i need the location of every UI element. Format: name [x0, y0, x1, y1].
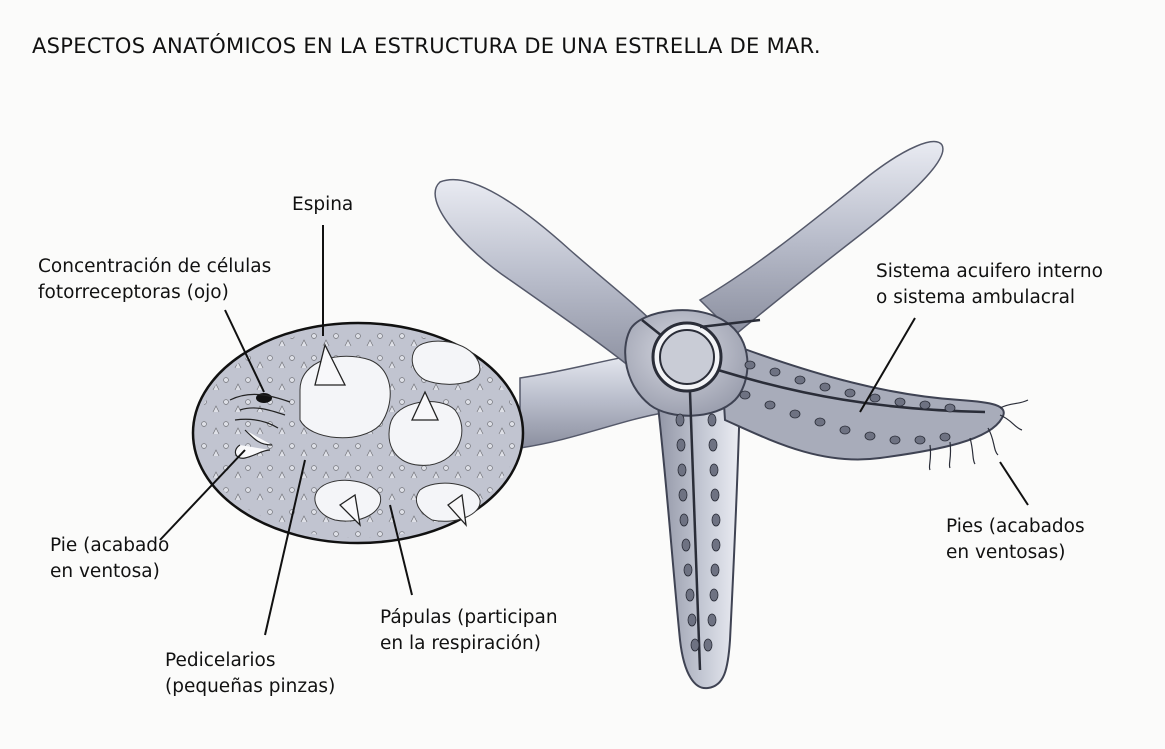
label-papulas-line1: Pápulas (participan: [380, 607, 558, 628]
label-espina-line1: Espina: [292, 194, 354, 215]
leader-pedicelarios: [264, 459, 306, 636]
label-pie: Pie (acabado en ventosa): [50, 533, 169, 585]
arm-bottom: [653, 378, 742, 690]
leader-sistema: [859, 317, 916, 413]
zoom-oval: [191, 321, 525, 545]
label-pies: Pies (acabados en ventosas): [946, 514, 1085, 566]
label-papulas: Pápulas (participan en la respiración): [380, 605, 558, 657]
label-ojo-line2: fotorreceptoras (ojo): [38, 282, 229, 303]
label-pie-line2: en ventosa): [50, 561, 160, 582]
leader-lines: [159, 225, 1029, 636]
leader-pie: [159, 449, 246, 541]
label-espina: Espina: [292, 192, 353, 218]
label-pedicelarios-line1: Pedicelarios: [165, 650, 276, 671]
suction-feet-tips: [928, 399, 1029, 471]
label-pedicelarios-line2: (pequeñas pinzas): [165, 676, 336, 697]
label-pedicelarios: Pedicelarios (pequeñas pinzas): [165, 648, 335, 700]
label-pie-line1: Pie (acabado: [50, 535, 170, 556]
eye-spot: [229, 393, 291, 429]
tube-foot-detail: [234, 429, 273, 459]
page-title: ASPECTOS ANATÓMICOS EN LA ESTRUCTURA DE …: [32, 34, 821, 58]
label-sistema-line2: o sistema ambulacral: [876, 287, 1076, 308]
arm-right: [718, 338, 1005, 461]
label-pies-line2: en ventosas): [946, 542, 1066, 563]
leader-papulas: [389, 504, 413, 596]
tube-feet-right: [739, 360, 956, 445]
ambulacral-system: [641, 318, 1029, 671]
tube-feet-bottom: [675, 413, 721, 652]
label-ojo: Concentración de células fotorreceptoras…: [38, 254, 271, 306]
arm-upper-right: [698, 140, 944, 337]
spines: [314, 343, 467, 527]
label-pies-line1: Pies (acabados: [946, 516, 1085, 537]
label-papulas-line2: en la respiración): [380, 633, 541, 654]
leader-pies: [999, 461, 1029, 506]
label-sistema: Sistema acuifero interno o sistema ambul…: [876, 259, 1103, 311]
spine-main: [314, 343, 347, 386]
label-ojo-line1: Concentración de células: [38, 256, 272, 277]
label-sistema-line1: Sistema acuifero interno: [876, 261, 1103, 282]
leader-ojo: [224, 309, 265, 393]
